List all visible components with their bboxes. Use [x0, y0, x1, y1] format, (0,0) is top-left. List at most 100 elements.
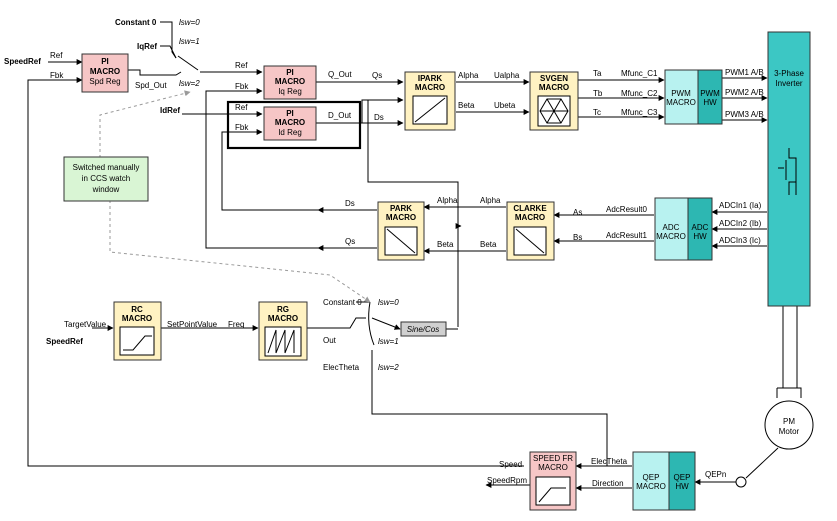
park-block: PARK MACRO	[377, 201, 425, 261]
pi-spd-fbk-label: Fbk	[50, 71, 64, 80]
motor-block: PM Motor	[735, 400, 814, 488]
rc-block: RC MACRO	[113, 301, 162, 361]
tc-label: Tc	[593, 108, 601, 117]
beta-park-label: Beta	[437, 240, 454, 249]
ipark-glyph-diagonal	[414, 97, 446, 123]
input-labels: SpeedRef Constant 0 IqRef IdRef SpeedRef…	[4, 18, 362, 346]
adcin3-label: ADCIn3 (Ic)	[719, 236, 761, 245]
alpha-ipark-label: Alpha	[458, 71, 479, 80]
motor-line2: Motor	[779, 427, 800, 436]
switch-control-dashes	[99, 90, 371, 303]
id-reg-highlight-frame	[226, 100, 362, 150]
adc-block: ADC MACRO ADC HW	[654, 197, 713, 261]
bs-label: Bs	[573, 233, 582, 242]
ds-in-label: Ds	[374, 113, 384, 122]
pi-id-block: PI MACRO Id Reg	[263, 106, 317, 141]
elec-theta-fr-label: ElecTheta	[591, 457, 628, 466]
speed-ref-input-label: SpeedRef	[4, 57, 41, 66]
clarke-block: CLARKE MACRO	[506, 201, 555, 261]
sincos-label: Sine/Cos	[407, 325, 439, 334]
pwm-hw-line2: HW	[703, 98, 717, 107]
adc-line1: ADC	[663, 223, 680, 232]
ubeta-label: Ubeta	[494, 101, 516, 110]
as-label: As	[573, 208, 582, 217]
switch1-isw0: lsw=0	[179, 18, 200, 27]
alpha-park-label: Alpha	[437, 196, 458, 205]
qep-macro-box	[632, 451, 670, 511]
ta-label: Ta	[593, 69, 602, 78]
pi-id-line1: PI	[286, 109, 294, 118]
pi-id-box	[263, 106, 317, 141]
speed-fr-block: SPEED FR MACRO	[529, 451, 577, 511]
adc-hw-line1: ADC	[692, 223, 709, 232]
pi-id-line2: MACRO	[275, 118, 305, 127]
pi-speed-box	[81, 53, 129, 93]
qep-hw-line2: HW	[675, 482, 689, 491]
pi-speed-line2: MACRO	[90, 67, 120, 76]
beta-clarke-label: Beta	[480, 240, 497, 249]
pwm2-label: PWM2 A/B	[725, 88, 764, 97]
qepn-label: QEPn	[705, 470, 726, 479]
park-glyph-diagonal	[386, 228, 416, 254]
pi-id-fbk-label: Fbk	[235, 123, 249, 132]
park-line2: MACRO	[386, 213, 416, 222]
note-line3: window	[92, 185, 120, 194]
tb-label: Tb	[593, 89, 603, 98]
note-line1: Switched manually	[73, 163, 140, 172]
sincos-block: Sine/Cos	[400, 321, 447, 337]
inverter-block: 3-Phase Inverter	[767, 31, 811, 307]
note-line2: in CCS watch	[82, 174, 130, 183]
pwm-block: PWM MACRO PWM HW	[664, 69, 723, 125]
clarke-line2: MACRO	[515, 213, 545, 222]
q-out-label: Q_Out	[328, 70, 352, 79]
speed-fr-glyph-frame	[535, 476, 571, 506]
pi-id-line3: Id Reg	[278, 128, 302, 137]
pi-iq-line3: Iq Reg	[278, 87, 302, 96]
clarke-glyph-diagonal	[515, 228, 545, 254]
rg-sawtooth-glyph	[267, 329, 295, 354]
signal-labels: Spd_Out Q_Out D_Out Qs Ds Alpha Beta Ual…	[64, 68, 764, 488]
pi-iq-ref-label: Ref	[235, 61, 248, 70]
pi-iq-fbk-label: Fbk	[235, 82, 249, 91]
switch2-isw1: lsw=1	[378, 337, 399, 346]
target-value-label: TargetValue	[64, 320, 107, 329]
pi-iq-line1: PI	[286, 68, 294, 77]
switch2-isw0: lsw=0	[378, 298, 399, 307]
adc-macro-box	[654, 197, 689, 261]
constant0-bottom-label: Constant 0	[323, 298, 362, 307]
qep-hw-box	[668, 451, 696, 511]
park-line1: PARK	[390, 204, 412, 213]
ualpha-label: Ualpha	[494, 71, 520, 80]
svgen-line1: SVGEN	[540, 74, 568, 83]
pwm-hw-box	[697, 69, 723, 125]
qep-hw-line1: QEP	[674, 473, 691, 482]
manual-switch-note: Switched manually in CCS watch window	[63, 156, 149, 202]
rc-ramp-glyph	[123, 335, 152, 351]
pi-speed-line3: Spd Reg	[89, 77, 120, 86]
adc-result0-label: AdcResult0	[606, 205, 647, 214]
mfunc-c2-label: Mfunc_C2	[621, 89, 658, 98]
pwm-line1: PWM	[671, 89, 691, 98]
elec-theta-label: ElecTheta	[323, 363, 360, 372]
speed-ref-bottom-label: SpeedRef	[46, 337, 83, 346]
pwm-hw-line1: PWM	[700, 89, 720, 98]
qs-in-label: Qs	[372, 71, 382, 80]
set-point-value-label: SetPointValue	[167, 320, 218, 329]
pwm3-label: PWM3 A/B	[725, 110, 764, 119]
adc-line2: MACRO	[656, 232, 686, 241]
pi-iq-block: PI MACRO Iq Reg	[263, 65, 317, 100]
adc-result1-label: AdcResult1	[606, 231, 647, 240]
inverter-box	[767, 31, 811, 307]
constant0-top-label: Constant 0	[115, 18, 157, 27]
rc-line2: MACRO	[122, 314, 152, 323]
wires	[27, 21, 802, 491]
switch-labels: lsw=0 lsw=1 lsw=2 lsw=0 lsw=1 lsw=2	[179, 18, 399, 372]
encoder-icon	[735, 476, 747, 488]
iq-ref-input-label: IqRef	[137, 42, 157, 51]
motor-circle	[764, 400, 814, 450]
id-ref-input-label: IdRef	[160, 106, 180, 115]
pwm-line2: MACRO	[666, 98, 696, 107]
speed-fr-line1: SPEED FR	[533, 454, 573, 463]
mfunc-c3-label: Mfunc_C3	[621, 108, 658, 117]
